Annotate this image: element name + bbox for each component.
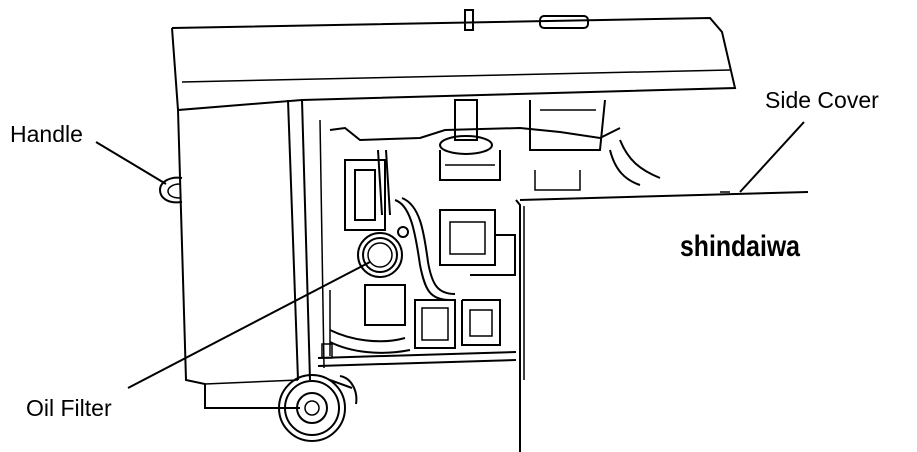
handle-label: Handle bbox=[10, 121, 83, 147]
oil-filter-part bbox=[357, 226, 409, 278]
oil-filter-leader-line bbox=[127, 261, 371, 389]
handle-part bbox=[158, 176, 183, 204]
side-cover-leader-line bbox=[739, 121, 805, 193]
handle-leader-line bbox=[95, 141, 167, 185]
engine-internals bbox=[317, 99, 661, 367]
left-body-panel bbox=[177, 99, 325, 409]
side-cover-panel bbox=[515, 191, 809, 452]
top-panel bbox=[171, 9, 737, 112]
oil-filter-label: Oil Filter bbox=[26, 395, 112, 421]
wheel bbox=[278, 374, 358, 442]
side-cover-label: Side Cover bbox=[765, 87, 879, 113]
brand-logo: shindaiwa bbox=[680, 230, 800, 263]
